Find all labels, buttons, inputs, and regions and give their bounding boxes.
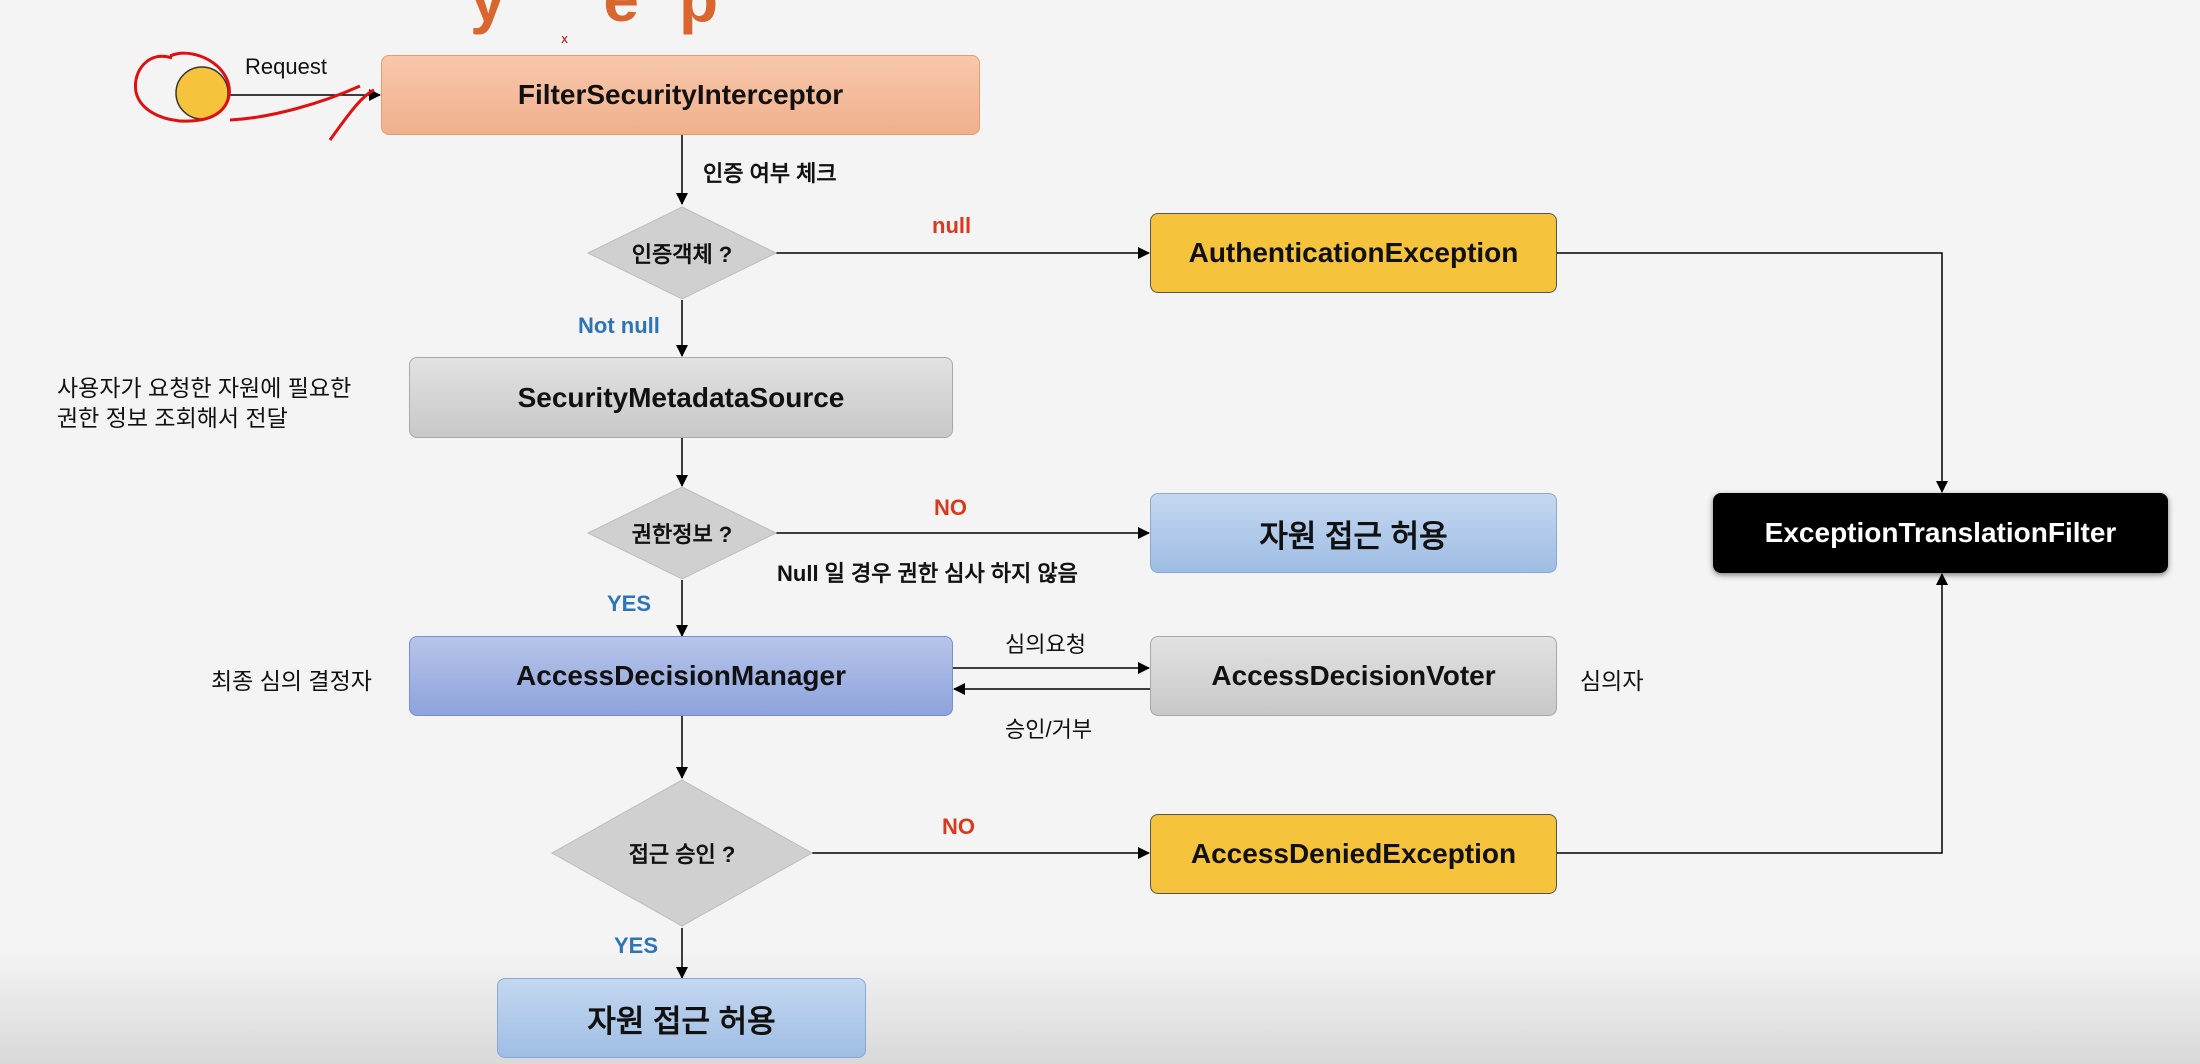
null-label: null [932, 213, 972, 238]
access-decision-manager-box: AccessDecisionManager [409, 636, 953, 716]
authentication-exception-box: AuthenticationException [1150, 213, 1557, 293]
security-metadata-source-box: SecurityMetadataSource [409, 357, 953, 438]
metadata-description-line1: 사용자가 요청한 자원에 필요한 [57, 375, 352, 401]
page-title-fragment: y ep [470, 0, 758, 36]
auth-check-label: 인증 여부 체크 [703, 161, 837, 186]
yes-label-approval: YES [614, 933, 659, 958]
resource-access-allowed-box-1: 자원 접근 허용 [1150, 493, 1557, 573]
no-label-authority: NO [934, 495, 967, 520]
exception-translation-filter-box: ExceptionTranslationFilter [1713, 493, 2168, 573]
resource-access-allowed-box-2: 자원 접근 허용 [497, 978, 866, 1058]
diamond-auth-object [586, 206, 778, 300]
annotation-mark: x [561, 32, 568, 46]
diamond-access-approval [550, 779, 814, 927]
diamond-authority-info [586, 486, 778, 580]
access-decision-voter-box: AccessDecisionVoter [1150, 636, 1557, 716]
annotation-circle [133, 51, 231, 123]
review-request-label: 심의요청 [1005, 632, 1086, 657]
approve-reject-label: 승인/거부 [1005, 717, 1093, 742]
reviewer-label: 심의자 [1580, 668, 1644, 694]
yes-label-authority: YES [607, 591, 652, 616]
arrow-denied-to-translation [1557, 573, 1948, 854]
final-decider-label: 최종 심의 결정자 [211, 668, 372, 694]
access-approval-decision-label: 접근 승인 ? [628, 842, 736, 867]
auth-object-decision-label: 인증객체 ? [631, 242, 733, 267]
access-denied-exception-box: AccessDeniedException [1150, 814, 1557, 894]
request-label: Request [245, 54, 327, 79]
metadata-description-line2: 권한 정보 조회해서 전달 [57, 405, 288, 431]
authority-info-decision-label: 권한정보 ? [631, 522, 733, 547]
null-no-review-note: Null 일 경우 권한 심사 하지 않음 [777, 561, 1078, 586]
filter-security-interceptor-box: FilterSecurityInterceptor [381, 55, 980, 135]
arrow-authexception-to-translation [1557, 252, 1948, 493]
annotation-underline-arrow [229, 84, 375, 141]
no-label-approval: NO [942, 814, 975, 839]
not-null-label: Not null [578, 313, 660, 338]
